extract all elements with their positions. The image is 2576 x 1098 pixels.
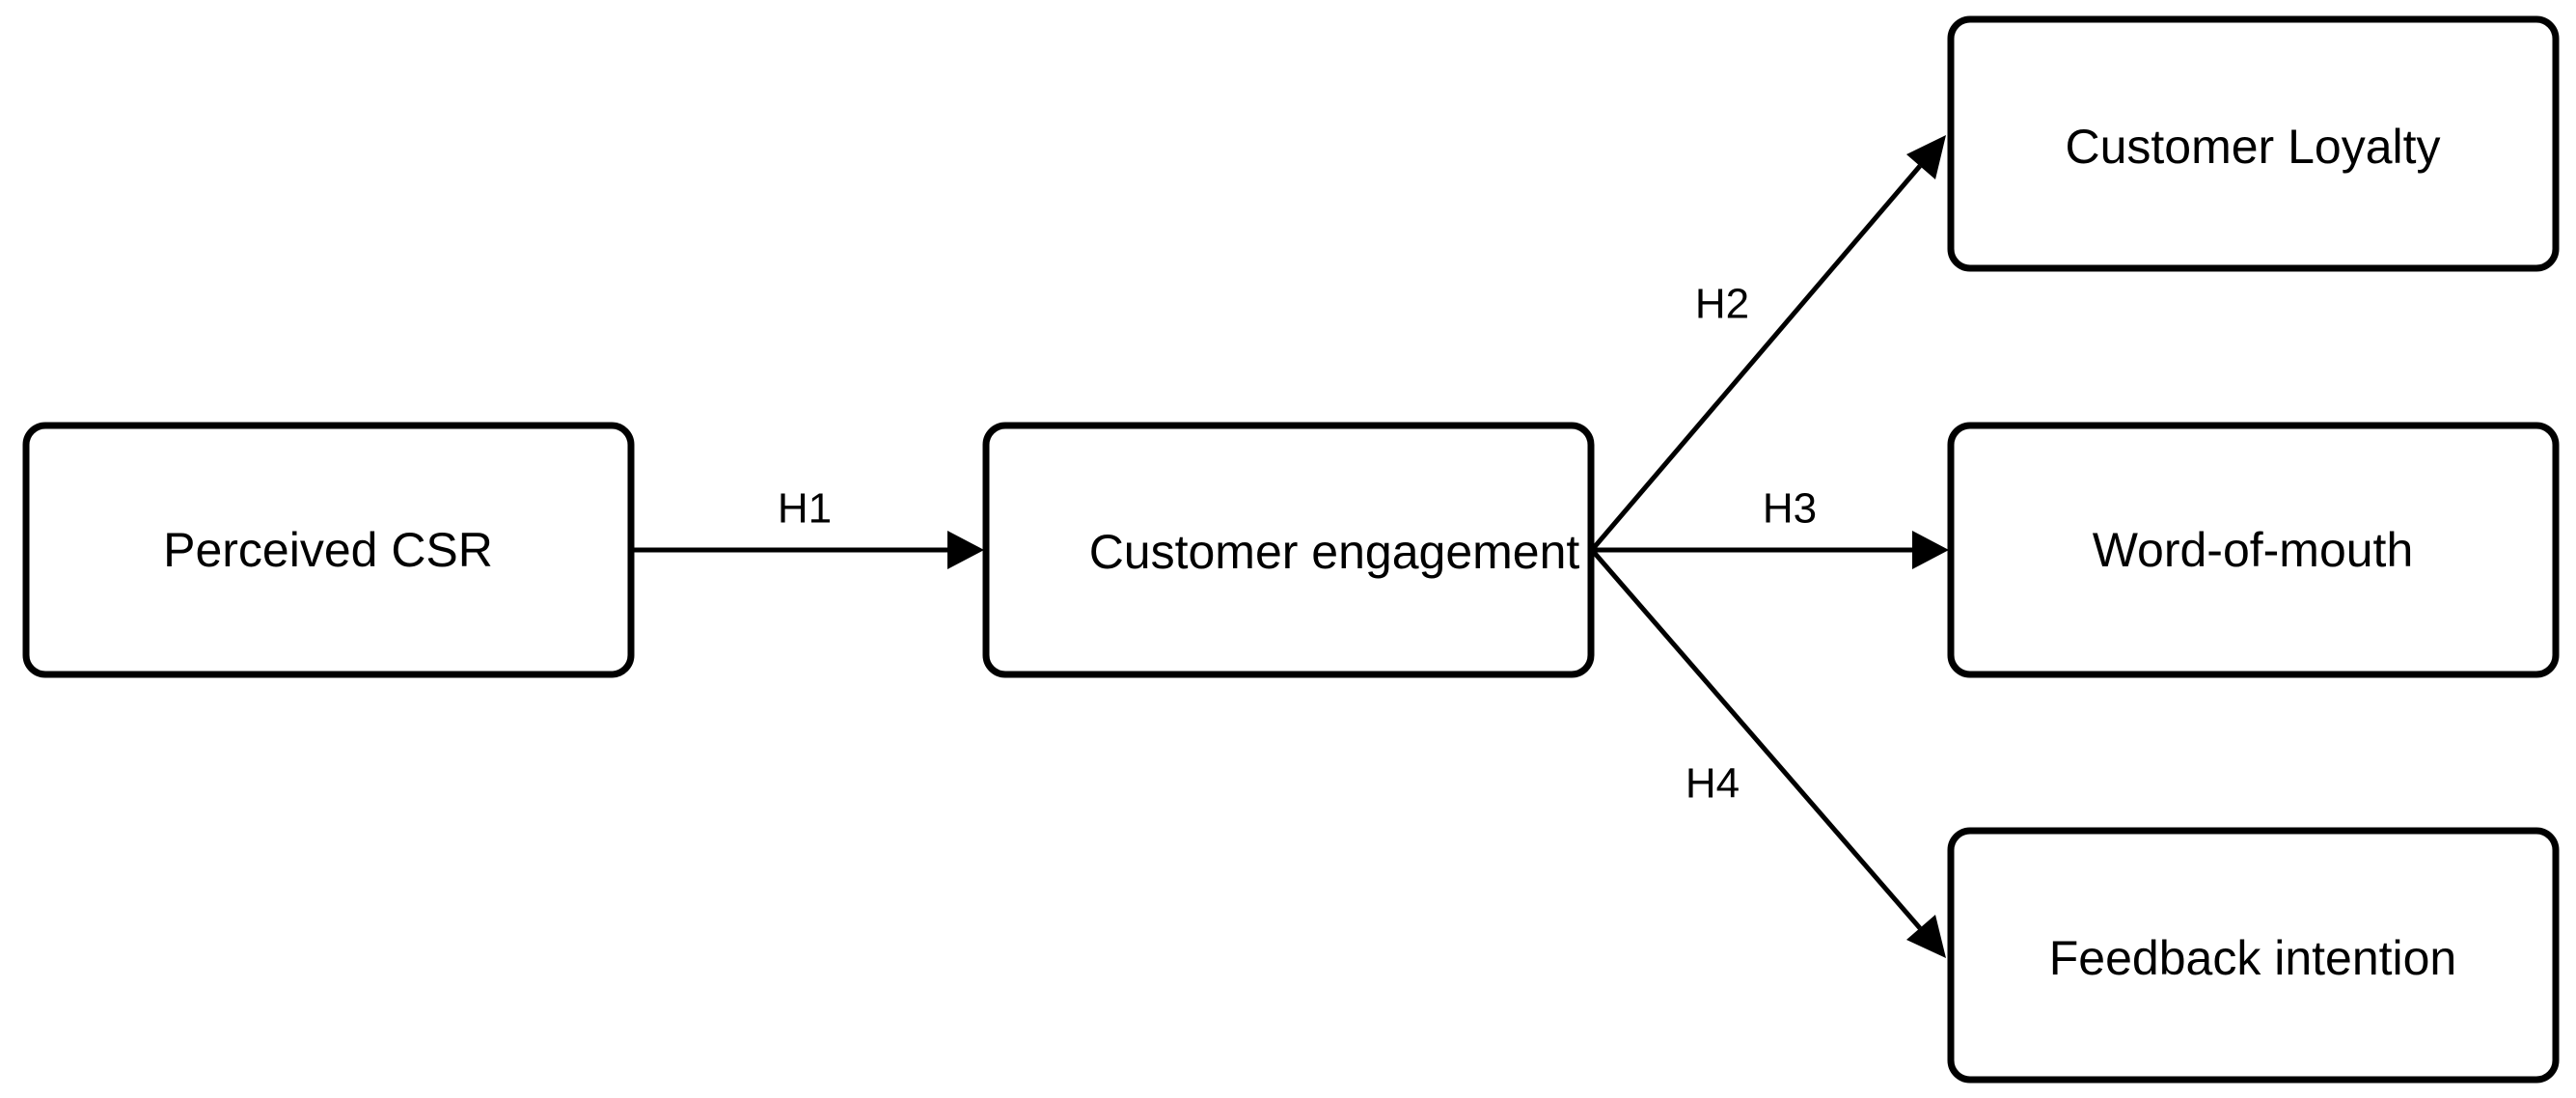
edge-h3-arrowhead xyxy=(1912,531,1949,569)
node-word-of-mouth-label: Word-of-mouth xyxy=(2093,523,2414,577)
edge-h1-arrowhead xyxy=(947,531,984,569)
edge-h4-line xyxy=(1590,548,1922,930)
edge-h2 xyxy=(1590,135,1946,552)
edge-h1 xyxy=(633,531,984,569)
edge-h3 xyxy=(1592,531,1949,569)
node-feedback-intention-label: Feedback intention xyxy=(2049,931,2457,985)
edge-h2-line xyxy=(1590,164,1922,552)
edge-h4-arrowhead xyxy=(1906,915,1946,958)
node-feedback-intention: Feedback intention xyxy=(1947,827,2560,1084)
edge-label-h4: H4 xyxy=(1685,760,1740,808)
node-customer-engagement: Customer engagement xyxy=(982,422,1595,678)
edge-label-h2: H2 xyxy=(1695,281,1749,328)
edge-h2-arrowhead xyxy=(1906,135,1946,179)
edge-h4 xyxy=(1590,548,1946,958)
node-customer-loyalty-label: Customer Loyalty xyxy=(2065,120,2440,174)
node-perceived-csr: Perceived CSR xyxy=(22,422,635,678)
node-word-of-mouth: Word-of-mouth xyxy=(1947,422,2560,678)
node-customer-loyalty: Customer Loyalty xyxy=(1947,15,2560,272)
edge-label-h1: H1 xyxy=(778,485,832,533)
node-perceived-csr-label: Perceived CSR xyxy=(163,523,493,577)
node-customer-engagement-label: Customer engagement xyxy=(1089,525,1580,579)
edge-label-h3: H3 xyxy=(1763,485,1817,533)
